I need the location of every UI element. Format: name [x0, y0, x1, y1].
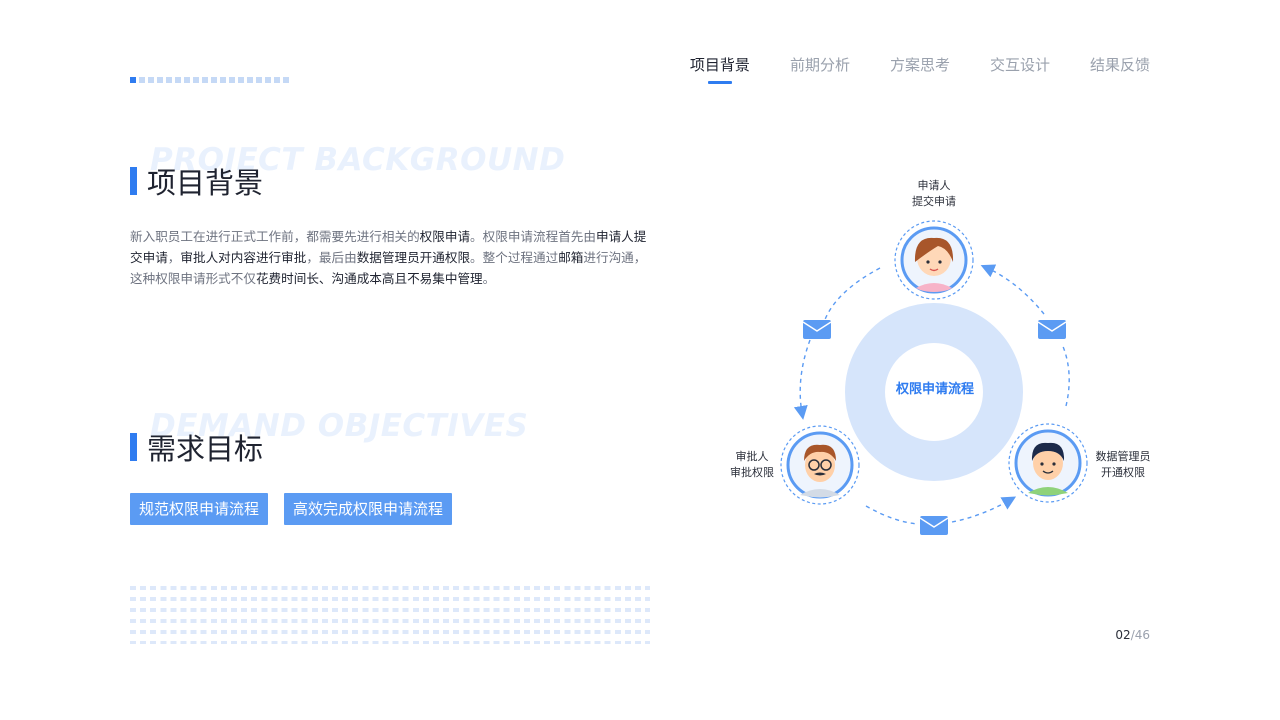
- flow-arrow: [865, 505, 919, 525]
- admin-label: 数据管理员 开通权限: [1088, 449, 1158, 481]
- objective-tag: 规范权限申请流程: [130, 493, 269, 525]
- decorative-square: [148, 77, 154, 83]
- top-nav: 项目背景 前期分析 方案思考 交互设计 结果反馈: [690, 54, 1150, 75]
- nav-item-solution-thinking[interactable]: 方案思考: [889, 56, 950, 74]
- decorative-square: [229, 77, 235, 83]
- paragraph-highlight: 申请人提交申请: [130, 229, 647, 265]
- approver-label: 审批人 审批权限: [722, 449, 782, 481]
- paragraph-highlight: 邮箱: [558, 250, 584, 265]
- decorative-square: [211, 77, 217, 83]
- paragraph-text: 新入职员工在进行正式工作前，都需要先进行相关的: [130, 229, 420, 244]
- flow-arrow: [1061, 343, 1070, 407]
- section-demand-objectives: DEMAND OBJECTIVES 需求目标: [130, 408, 528, 466]
- flow-diagram-graphic: [780, 220, 1088, 535]
- paragraph-text: 进行沟通，这种权限申请形式不仅: [130, 250, 647, 286]
- approver-action: 审批权限: [730, 466, 774, 479]
- approver-role: 审批人: [735, 450, 769, 463]
- section-title: 项目背景: [130, 160, 263, 202]
- page-indicator: 02/46: [1115, 628, 1150, 642]
- section-title-text: 需求目标: [147, 432, 264, 466]
- nav-item-early-analysis[interactable]: 前期分析: [789, 56, 850, 74]
- paragraph-text: ，: [167, 250, 181, 265]
- paragraph-highlight: 数据管理员开通权限: [356, 250, 471, 265]
- page-total: /46: [1130, 628, 1150, 642]
- mail-icon: [802, 320, 832, 339]
- decorative-squares: [130, 77, 289, 83]
- section-project-background: PROJECT BACKGROUND 项目背景: [130, 142, 565, 200]
- decorative-square: [193, 77, 199, 83]
- decorative-square: [166, 77, 172, 83]
- flow-arrow: [951, 496, 1017, 523]
- decorative-square: [220, 77, 226, 83]
- paragraph-text: ，最后由: [306, 250, 357, 265]
- section-english-watermark: PROJECT BACKGROUND: [150, 142, 566, 178]
- admin-role: 数据管理员: [1095, 450, 1151, 463]
- section-english-watermark: DEMAND OBJECTIVES: [150, 408, 529, 444]
- nav-item-result-feedback[interactable]: 结果反馈: [1089, 56, 1150, 74]
- decorative-square: [247, 77, 253, 83]
- applicant-label: 申请人 提交申请: [904, 178, 964, 210]
- paragraph-highlight: 花费时间长、沟通成本高且不易集中管理: [255, 271, 483, 286]
- applicant-action: 提交申请: [912, 195, 956, 208]
- decorative-square: [175, 77, 181, 83]
- decorative-square: [157, 77, 163, 83]
- flow-arrow: [793, 339, 811, 420]
- page-current: 02: [1115, 628, 1131, 642]
- background-paragraph: 新入职员工在进行正式工作前，都需要先进行相关的权限申请。权限申请流程首先由申请人…: [130, 226, 650, 289]
- nav-item-project-background[interactable]: 项目背景: [689, 56, 750, 74]
- title-accent-bar: [130, 167, 137, 195]
- flow-arrow: [980, 264, 1045, 315]
- flow-arrow: [823, 267, 881, 323]
- nav-item-interaction-design[interactable]: 交互设计: [989, 56, 1050, 74]
- decorative-square: [283, 77, 289, 83]
- permission-flow-diagram: 权限申请流程 申请人 提交申请 审批人 审批权限 数据管理员 开通权限: [700, 150, 1160, 570]
- decorative-square: [130, 77, 136, 83]
- decorative-square: [256, 77, 262, 83]
- section-title: 需求目标: [130, 426, 263, 468]
- approver-avatar: [780, 425, 860, 505]
- flow-center-label: 权限申请流程: [895, 382, 974, 397]
- applicant-role: 申请人: [917, 179, 951, 192]
- paragraph-highlight: 权限申请: [419, 229, 471, 244]
- decorative-square: [238, 77, 244, 83]
- applicant-avatar: [894, 220, 974, 300]
- decorative-square: [184, 77, 190, 83]
- objective-tag: 高效完成权限申请流程: [284, 493, 453, 525]
- paragraph-highlight: 审批人对内容进行审批: [180, 250, 307, 265]
- section-title-text: 项目背景: [147, 166, 264, 200]
- decorative-square: [274, 77, 280, 83]
- center-ring: [845, 303, 1023, 481]
- decorative-square: [202, 77, 208, 83]
- decorative-square: [139, 77, 145, 83]
- objective-tags: 规范权限申请流程 高效完成权限申请流程: [130, 493, 453, 525]
- decorative-square: [265, 77, 271, 83]
- paragraph-text: 。整个过程通过: [470, 250, 559, 265]
- title-accent-bar: [130, 433, 137, 461]
- mail-icon: [1037, 320, 1067, 339]
- decorative-dot-grid: [130, 586, 650, 644]
- admin-avatar: [1008, 423, 1088, 503]
- paragraph-text: 。: [482, 271, 496, 286]
- paragraph-text: 。权限申请流程首先由: [470, 229, 596, 244]
- admin-action: 开通权限: [1101, 466, 1145, 479]
- mail-icon: [919, 516, 949, 535]
